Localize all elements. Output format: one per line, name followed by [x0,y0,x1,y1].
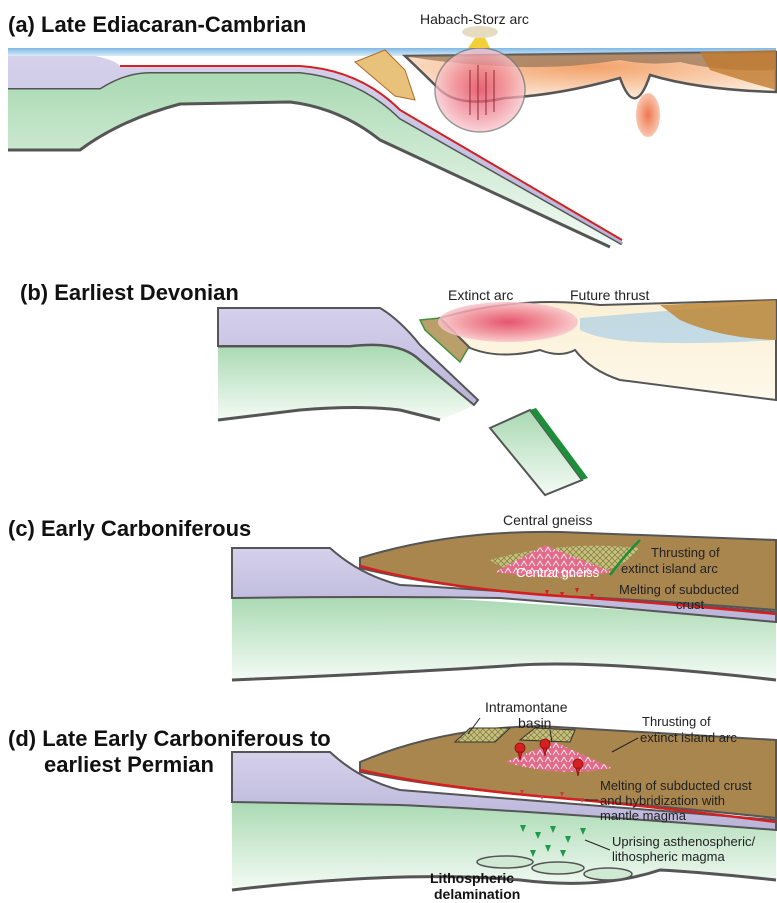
uprising-label-2: lithospheric magma [612,849,725,864]
panel-c-title: (c) Early Carboniferous [8,516,251,541]
delamination-label-1: Lithospheric [430,870,514,886]
arc-label: Habach-Storz arc [420,11,529,27]
delaminated-block-2 [532,862,584,874]
thrust-d-label-1: Thrusting of [642,714,711,729]
panel-d-title-2: earliest Permian [44,752,214,777]
uprising-label-1: Uprising asthenospheric/ [612,834,755,849]
ash-cloud-icon [462,26,498,38]
mantle-plume [636,93,660,137]
central-gneiss-top-label: Central gneiss [503,512,593,528]
panel-a: (a) Late Ediacaran-Cambrian Habach-Storz… [8,11,776,247]
subducting-lithosphere [8,72,622,247]
delamination-label-2: delamination [434,886,520,902]
central-gneiss-inner-label: Central gneiss [516,565,600,580]
basin-label-2: basin [518,715,551,731]
panel-b-title: (b) Earliest Devonian [20,280,239,305]
melting-label-2: crust [676,597,705,612]
future-thrust-label: Future thrust [570,287,649,303]
thrusting-label-2: extinct island arc [621,561,718,576]
extinct-arc [438,302,578,342]
thrust-d-label-2: extinct island arc [640,730,737,745]
arc-magma-chamber [435,48,525,132]
panel-b: (b) Earliest Devonian Extinct arc Future… [20,280,776,495]
melting-label-1: Melting of subducted [619,582,739,597]
thrusting-label-1: Thrusting of [651,545,720,560]
delaminated-block-1 [477,856,533,868]
delaminated-block-3 [584,868,632,880]
panel-c: (c) Early Carboniferous Central gneiss C… [8,512,776,680]
panel-d-title-1: (d) Late Early Carboniferous to [8,726,331,751]
panel-d: (d) Late Early Carboniferous to earliest… [8,699,776,902]
panel-a-title: (a) Late Ediacaran-Cambrian [8,12,306,37]
extinct-arc-label: Extinct arc [448,287,513,303]
melting-d-label-1: Melting of subducted crust [600,778,752,793]
basin-label-1: Intramontane [485,699,568,715]
melting-d-label-3: mantle magma [600,808,687,823]
melting-d-label-2: and hybridization with [600,793,725,808]
